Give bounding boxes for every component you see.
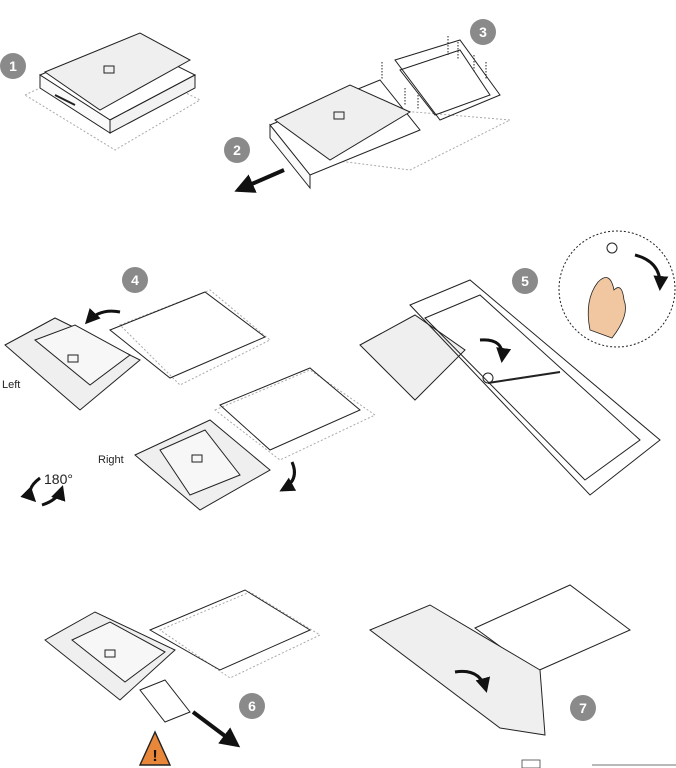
step-number: 3 xyxy=(479,24,487,40)
warning-icon: ! xyxy=(138,730,172,766)
step-7-illustration xyxy=(369,584,631,736)
step-badge-5: 5 xyxy=(512,268,538,294)
step-number: 7 xyxy=(579,700,587,716)
step-number: 2 xyxy=(233,142,241,158)
label-left: Left xyxy=(2,379,21,391)
footer-mark xyxy=(521,759,541,768)
step-badge-2: 2 xyxy=(224,137,250,163)
step-2-3-illustration xyxy=(234,36,512,193)
label-rotation: 180° xyxy=(44,471,73,487)
step-6-illustration xyxy=(44,589,322,748)
label-right: Right xyxy=(98,454,124,466)
step-badge-1: 1 xyxy=(0,53,26,79)
step-number: 6 xyxy=(248,698,256,714)
step-number: 5 xyxy=(521,273,529,289)
step-number: 1 xyxy=(9,58,17,74)
step-4-illustration xyxy=(4,289,376,511)
warning-mark: ! xyxy=(152,748,157,765)
step-badge-6: 6 xyxy=(239,693,265,719)
step-1-illustration xyxy=(23,32,202,151)
step-number: 4 xyxy=(131,272,139,288)
step-5-illustration xyxy=(359,230,676,496)
step-badge-3: 3 xyxy=(470,19,496,45)
step-badge-4: 4 xyxy=(122,267,148,293)
step-badge-7: 7 xyxy=(570,695,596,721)
